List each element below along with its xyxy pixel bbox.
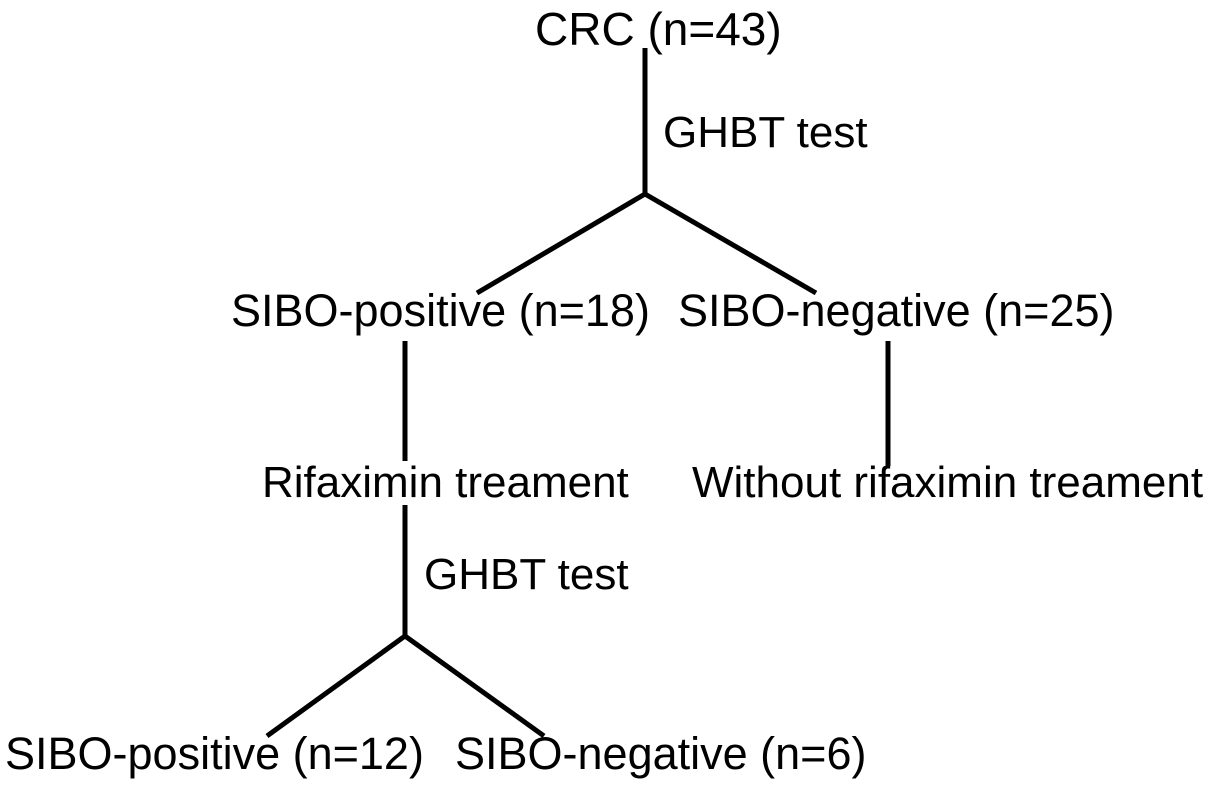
node-crc-root: CRC (n=43) — [535, 3, 782, 55]
edge-rifaximin-to-sibo-positive — [265, 633, 407, 739]
node-sibo-positive-12: SIBO-positive (n=12) — [5, 728, 424, 779]
edge-label-ghbt-test-first: GHBT test — [663, 108, 868, 157]
edge-root-to-sibo-positive — [475, 191, 647, 296]
node-without-rifaximin-treatment: Without rifaximin treament — [692, 458, 1204, 507]
node-sibo-negative-6: SIBO-negative (n=6) — [455, 728, 867, 779]
node-rifaximin-treatment: Rifaximin treament — [262, 458, 629, 507]
edge-label-ghbt-test-second: GHBT test — [424, 550, 629, 599]
edge-root-to-sibo-negative — [643, 191, 818, 296]
node-sibo-positive-18: SIBO-positive (n=18) — [231, 285, 650, 336]
node-sibo-negative-25: SIBO-negative (n=25) — [678, 285, 1115, 336]
edge-rifaximin-to-sibo-negative — [403, 633, 546, 739]
